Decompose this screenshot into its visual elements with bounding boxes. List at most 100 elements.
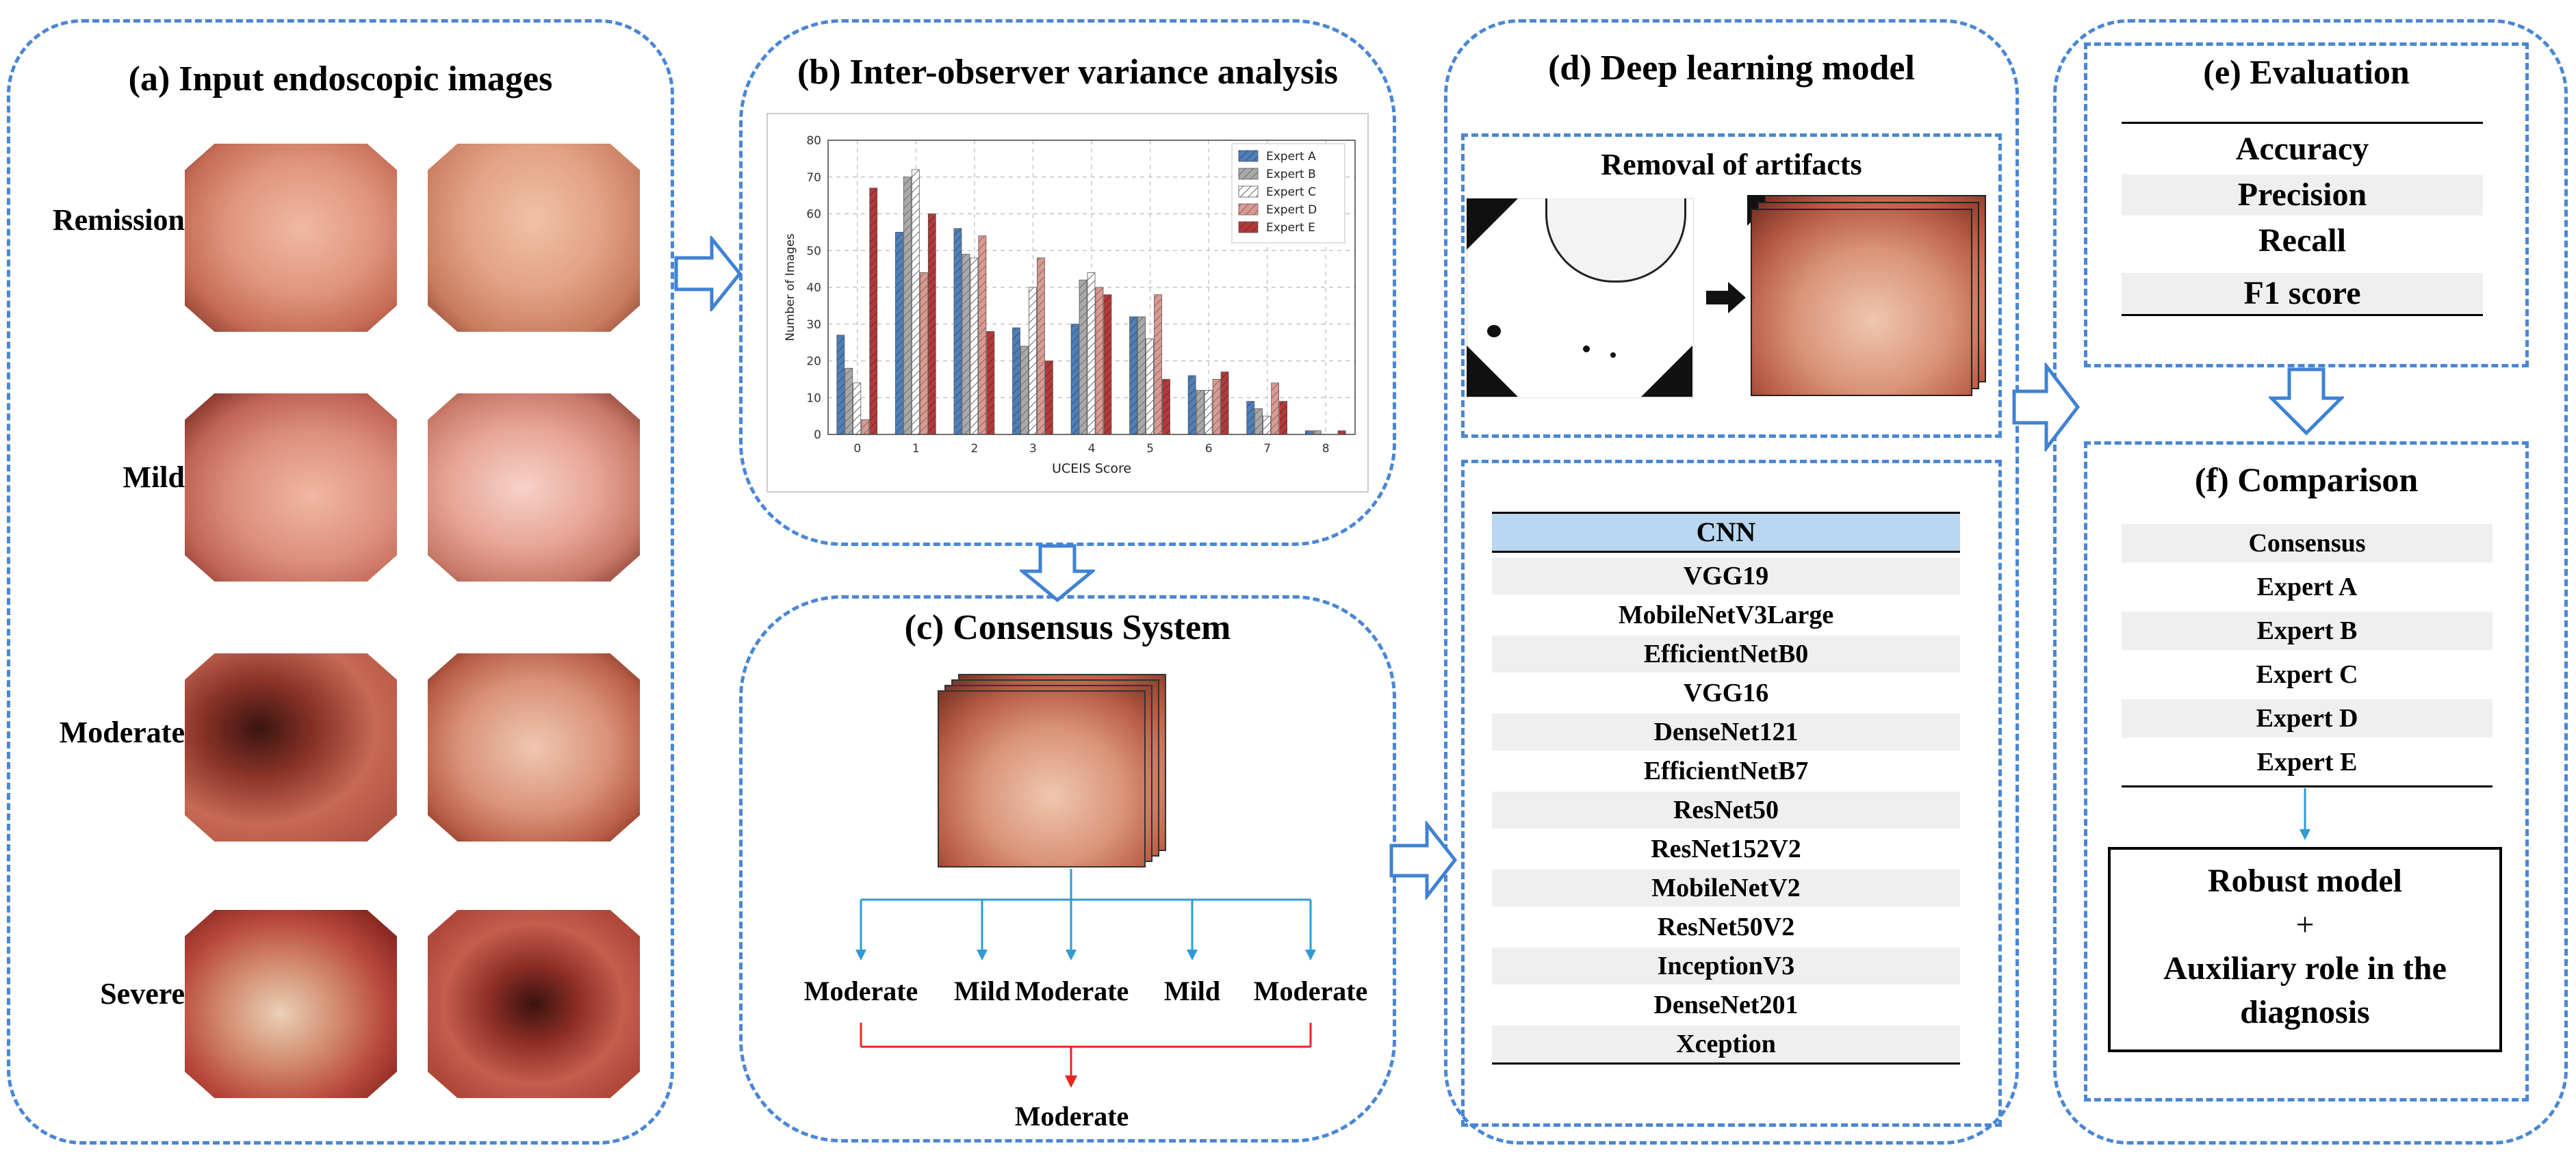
cnn-model-resnet50v2: ResNet50V2 [1657,913,1795,941]
robust-model-line-3: Auxiliary role in the [2163,950,2447,987]
robust-model-line-4: diagnosis [2240,994,2370,1030]
compare-expert-e: Expert E [2256,748,2358,777]
consensus-flow-lines [855,869,1316,1088]
y-tick-label: 10 [806,391,821,405]
bar-expert-d-2 [978,235,987,435]
arrow-c-to-d-icon [1389,821,1458,900]
panel-evaluation-comparison [2053,19,2568,1145]
bar-expert-c-4 [1087,272,1096,435]
evaluation-top-rule [2122,122,2483,124]
arrow-a-to-b-icon [674,236,743,311]
row-label-moderate: Moderate [59,716,185,749]
bar-expert-e-4 [1103,294,1112,435]
endoscopic-image-remission-2 [428,144,640,332]
bar-expert-a-1 [894,231,903,435]
legend-swatch [1238,221,1259,233]
y-tick-label: 70 [806,171,821,185]
compare-consensus: Consensus [2122,524,2493,562]
bar-expert-a-6 [1187,375,1196,435]
bar-expert-a-7 [1246,401,1255,435]
vote-5: Moderate [1253,976,1368,1006]
bar-expert-a-2 [953,228,962,435]
cnn-model-densenet201: DenseNet201 [1653,991,1799,1019]
y-tick-label: 30 [806,318,821,332]
panel-f-title: (f) Comparison [2194,460,2419,499]
arrow-e-to-f-icon [2269,367,2344,436]
cnn-model-mobilenetv2: MobileNetV2 [1492,870,1960,906]
bar-expert-d-0 [861,419,870,435]
compare-expert-c: Expert C [2256,660,2358,689]
bar-expert-e-3 [1045,361,1053,435]
image-stack [938,674,1170,868]
bar-expert-c-3 [1029,287,1037,435]
bar-expert-b-5 [1137,316,1146,435]
plot-frame [827,140,1356,435]
bar-expert-b-3 [1020,345,1029,435]
row-label-remission: Remission [52,203,185,237]
endoscopic-image-severe-2 [428,910,640,1098]
bar-expert-d-7 [1271,382,1280,435]
cnn-models-box [1461,460,2002,1127]
bar-expert-d-1 [919,272,928,435]
panel-b-title: (b) Inter-observer variance analysis [797,53,1338,92]
y-tick-label: 80 [806,134,821,148]
bar-expert-e-6 [1220,371,1229,435]
artifacts-title: Removal of artifacts [1601,148,1862,181]
endoscopic-image-severe-1 [185,910,397,1098]
artifact-mask-image [1467,198,1694,398]
endoscopic-image-mild-1 [185,393,397,582]
x-tick-label: 1 [912,442,920,456]
x-tick-label: 7 [1263,442,1271,456]
cnn-model-inceptionv3: InceptionV3 [1492,948,1960,984]
panel-deep-learning [1444,19,2019,1145]
endoscopic-image-moderate-1 [185,653,397,842]
bar-expert-e-1 [927,213,936,435]
bar-expert-c-1 [911,169,920,435]
cnn-model-densenet121: DenseNet121 [1492,714,1960,751]
bar-expert-d-5 [1154,294,1162,435]
arrow-right-icon [1706,282,1746,313]
bar-expert-b-8 [1313,430,1322,435]
x-tick-label: 3 [1029,442,1037,456]
artifact-removal-box [1461,133,2002,438]
y-tick-label: 40 [806,281,821,295]
bar-expert-e-5 [1162,378,1170,435]
metric-accuracy: Accuracy [2235,131,2369,167]
comparison-box [2084,441,2529,1101]
cnn-model-efficientnetb7: EfficientNetB7 [1643,757,1809,785]
panel-d-title: (d) Deep learning model [1548,49,1915,88]
endoscopic-image-moderate-2 [428,653,640,842]
bar-expert-a-0 [836,335,845,435]
legend-swatch [1238,150,1259,162]
bar-expert-a-8 [1304,430,1313,435]
evaluation-bottom-rule [2122,314,2483,316]
compare-expert-a: Expert A [2256,573,2358,601]
x-tick-label: 4 [1088,442,1096,456]
x-tick-label: 0 [853,442,861,456]
arrow-down-small-icon [2300,788,2310,840]
cnn-model-mobilenetv3large: MobileNetV3Large [1618,601,1834,629]
bar-expert-b-7 [1254,408,1263,435]
bar-expert-b-6 [1196,390,1205,435]
bar-expert-b-4 [1079,279,1087,435]
bar-expert-a-4 [1070,324,1079,435]
endoscopic-image-mild-2 [428,393,640,582]
evaluation-box [2084,42,2529,367]
y-tick-label: 0 [814,428,821,442]
legend-label: Expert A [1266,150,1316,164]
cleaned-image-stack [1747,195,1990,400]
panel-a-title: (a) Input endoscopic images [128,60,553,99]
arrow-d-to-e-icon [2012,363,2081,452]
x-tick-label: 5 [1146,442,1154,456]
legend-label: Expert D [1266,203,1317,217]
bar-expert-b-1 [903,177,912,435]
bar-expert-e-2 [986,331,995,435]
bar-expert-c-6 [1204,390,1213,435]
x-tick-label: 8 [1322,442,1330,456]
legend-swatch [1238,185,1259,198]
legend-label: Expert E [1266,221,1315,235]
legend-swatch [1238,168,1259,180]
bar-expert-c-5 [1146,338,1154,435]
vote-3: Moderate [1014,976,1129,1006]
cnn-model-xception: Xception [1492,1026,1960,1065]
